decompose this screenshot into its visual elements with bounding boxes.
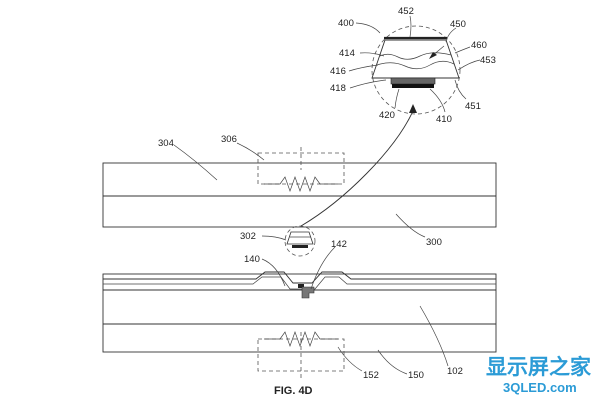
bond-pad-142: [301, 286, 315, 299]
layer-416: [376, 60, 455, 70]
leader-300: [395, 213, 426, 238]
label-150: 150: [408, 370, 424, 381]
leader-142: [310, 246, 336, 290]
chip-body-450: [371, 39, 460, 79]
leader-418: [349, 79, 387, 89]
micro-chip-302: [284, 225, 316, 257]
leader-414: [359, 52, 385, 57]
leader-152: [337, 346, 363, 372]
label-416: 416: [330, 66, 346, 77]
leader-140: [261, 258, 286, 287]
leader-lines: [173, 15, 481, 375]
leader-306: [236, 142, 265, 161]
label-453: 453: [480, 55, 496, 66]
watermark-domain: 3QLED.com: [503, 380, 577, 395]
leader-150: [377, 349, 408, 375]
label-302: 302: [240, 231, 256, 242]
leader-400: [355, 22, 381, 34]
label-306: 306: [221, 134, 237, 145]
upper-plate-outline: [102, 162, 497, 228]
upper-heater-dashed-box: [257, 152, 345, 185]
magnify-arrow-head: [409, 104, 417, 113]
reflector-410: [390, 77, 436, 85]
label-418: 418: [330, 83, 346, 94]
leader-453: [457, 59, 481, 71]
leader-302: [261, 235, 287, 241]
watermark: 显示屏之家 3QLED.com: [486, 355, 592, 395]
leader-451: [454, 79, 467, 100]
figure-caption: FIG. 4D: [274, 385, 313, 397]
watermark-chinese: 显示屏之家: [486, 355, 592, 379]
magnify-arrow: [300, 110, 414, 227]
bottom-electrode-420: [392, 84, 434, 88]
lower-substrate-outline: [102, 273, 497, 353]
upper-plate: [102, 147, 497, 228]
label-452: 452: [398, 6, 414, 17]
lower-substrate: [102, 271, 497, 378]
magnified-dashed-circle: [371, 25, 461, 115]
leader-450: [445, 27, 457, 43]
label-410: 410: [436, 114, 452, 125]
reference-numerals: 400 452 450 460 453 414 416 418 420 410 …: [158, 6, 496, 381]
label-102: 102: [447, 366, 463, 377]
leader-460: [454, 46, 471, 54]
arrow-450-head: [429, 52, 437, 59]
lower-heater-zigzag: [264, 330, 338, 348]
label-414: 414: [339, 48, 355, 59]
micro-chip-electrode: [292, 245, 308, 248]
label-450: 450: [450, 19, 466, 30]
label-300: 300: [426, 237, 442, 248]
recess-top-layer: [103, 271, 496, 284]
leader-304: [173, 144, 218, 181]
upper-heater-zigzag: [264, 175, 338, 193]
leader-410: [429, 88, 446, 113]
label-304: 304: [158, 138, 174, 149]
leader-420: [394, 88, 400, 109]
label-140: 140: [244, 254, 260, 265]
leader-102: [419, 305, 449, 367]
bond-pad-140: [298, 284, 304, 288]
micro-chip-dashed-circle: [284, 225, 316, 257]
magnified-chip-400: [371, 25, 461, 115]
label-451: 451: [465, 101, 481, 112]
label-460: 460: [471, 40, 487, 51]
label-400: 400: [338, 18, 354, 29]
leader-452: [409, 15, 412, 38]
label-142: 142: [331, 239, 347, 250]
leader-416: [348, 64, 379, 72]
label-420: 420: [379, 110, 395, 121]
micro-chip-body: [286, 231, 314, 245]
label-152: 152: [363, 370, 379, 381]
